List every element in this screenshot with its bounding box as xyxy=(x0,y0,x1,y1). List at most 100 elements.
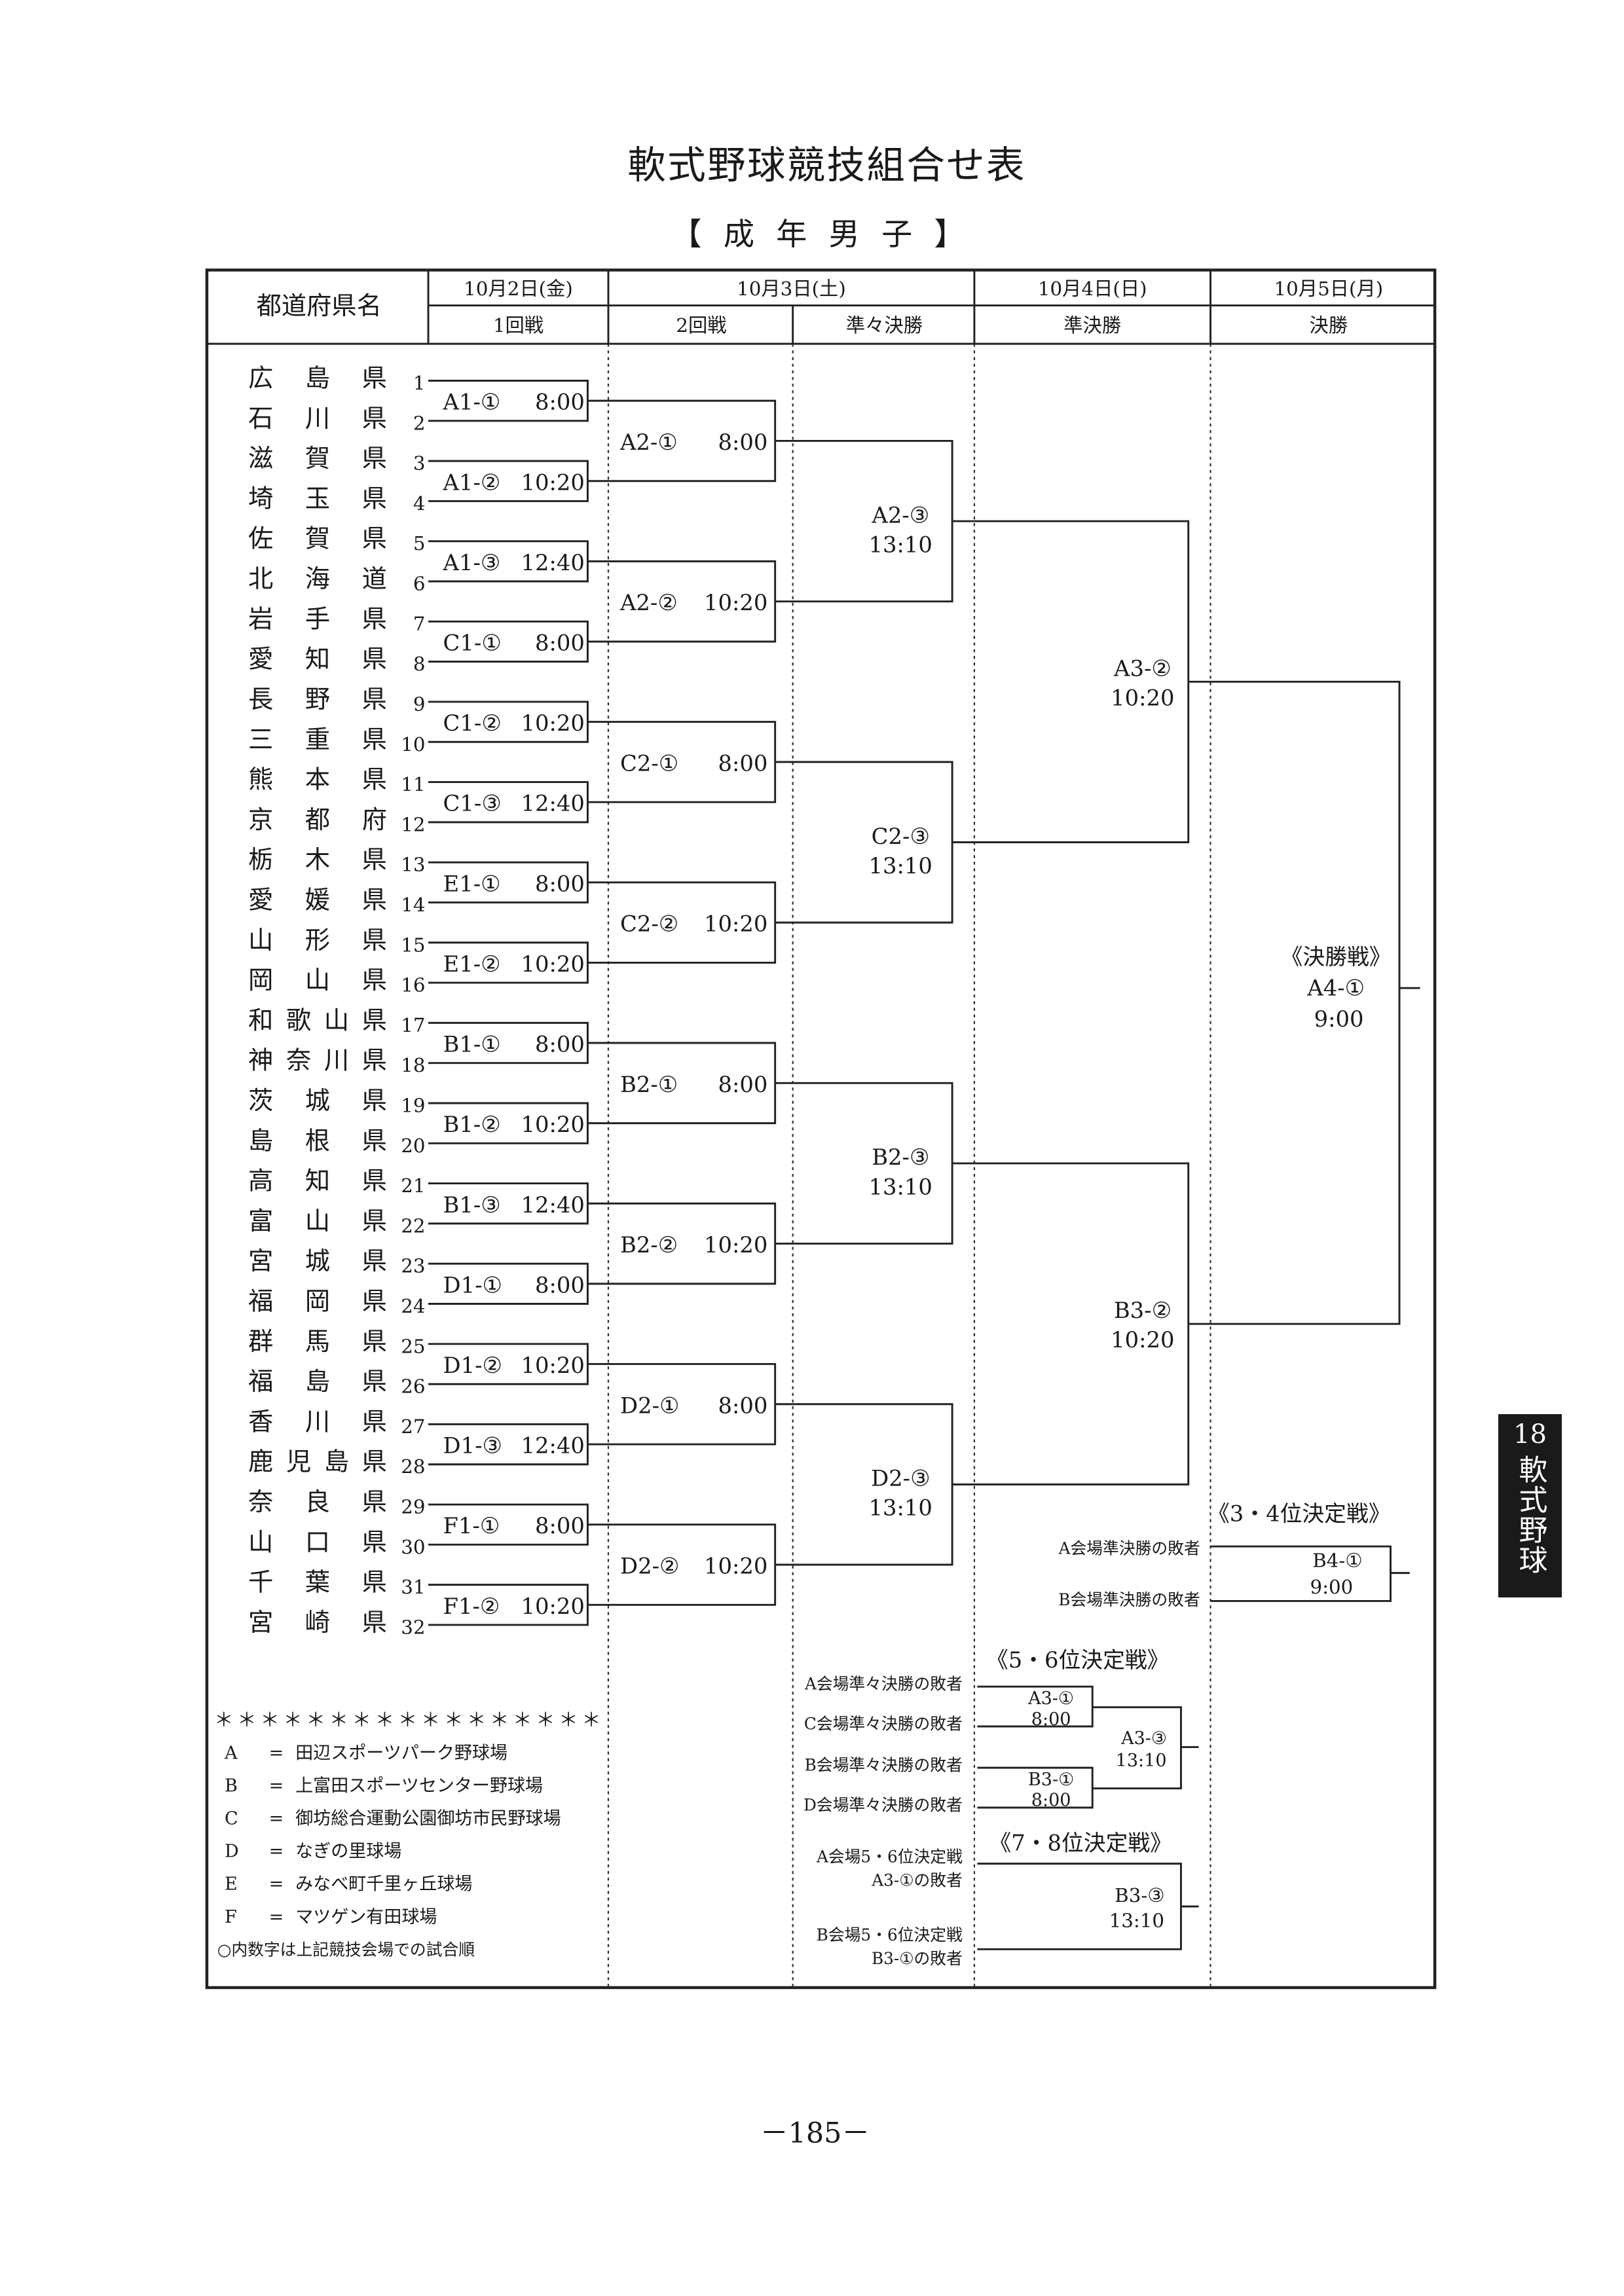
round2-match-time: 8:00 xyxy=(718,750,767,776)
team-seed-number: 15 xyxy=(401,934,425,956)
round2-match-code: D2-② xyxy=(620,1554,679,1579)
team-seed-number: 17 xyxy=(401,1014,425,1036)
round2-match-code: D2-① xyxy=(620,1393,679,1418)
side-tab-label: 軟式野球 xyxy=(1513,1455,1547,1575)
team-name: 茨城県 xyxy=(248,1086,387,1116)
round2-match-code: B2-① xyxy=(620,1072,678,1097)
round1-match-code: C1-② xyxy=(443,710,502,736)
quarterfinal-match-code: B2-③ xyxy=(872,1144,929,1170)
legend-separator: ＊＊＊＊＊＊＊＊＊＊＊＊＊＊＊＊＊ xyxy=(214,1709,601,1731)
seventh-entrant-line: B会場5・6位決定戦 xyxy=(817,1925,963,1944)
team-seed-number: 2 xyxy=(413,412,426,434)
team-name: 長野県 xyxy=(248,685,387,714)
seventh-entrant-line: A会場5・6位決定戦 xyxy=(816,1847,963,1866)
seventh-place-title: 《7・8位決定戦》 xyxy=(989,1830,1172,1855)
round1-match-time: 8:00 xyxy=(535,390,585,415)
legend-venue-name: 田辺スポーツパーク野球場 xyxy=(295,1743,507,1764)
third-place-time: 9:00 xyxy=(1310,1576,1353,1598)
team-name: 山形県 xyxy=(248,926,387,955)
fifth-place-bracket: 《5・6位決定戦》 A会場準々決勝の敗者 C会場準々決勝の敗者 B会場準々決勝の… xyxy=(803,1647,1199,1814)
team-name: 宮城県 xyxy=(248,1247,387,1276)
final-match-code: A4-① xyxy=(1306,975,1365,1000)
team-name: 石川県 xyxy=(248,404,387,433)
round1-match-code: D1-① xyxy=(443,1272,502,1298)
fifth-final-time: 13:10 xyxy=(1116,1751,1167,1771)
venue-legend: ＊＊＊＊＊＊＊＊＊＊＊＊＊＊＊＊＊ ○内数字は上記競技会場での試合順 A = 田辺ス… xyxy=(214,1709,601,1959)
team-seed-number: 5 xyxy=(413,532,426,555)
team-name: 宮崎県 xyxy=(248,1608,387,1637)
quarterfinal-match-time: 13:10 xyxy=(869,1174,932,1199)
team-seed-number: 26 xyxy=(401,1376,425,1398)
legend-venue-name: マツゲン有田球場 xyxy=(295,1907,437,1927)
legend-equals: = xyxy=(269,1809,284,1829)
header-day-1-date: 10月2日(金) xyxy=(464,278,573,300)
team-name: 和歌山県 xyxy=(248,1006,387,1035)
team-seed-number: 23 xyxy=(401,1255,425,1277)
team-name: 愛知県 xyxy=(248,645,387,674)
header-final: 決勝 xyxy=(1310,314,1348,337)
fifth-place-entrant: C会場準々決勝の敗者 xyxy=(804,1715,963,1734)
third-place-entrant-a: A会場準決勝の敗者 xyxy=(1058,1539,1200,1558)
semifinal-bracket xyxy=(952,520,1190,843)
round1-match-time: 8:00 xyxy=(535,1272,585,1298)
header-day-3-date: 10月4日(日) xyxy=(1038,278,1147,300)
legend-venue-key: D xyxy=(225,1842,239,1862)
quarterfinal-match-code: C2-③ xyxy=(872,824,930,849)
team-name: 愛媛県 xyxy=(248,885,387,915)
seventh-place-bracket: 《7・8位決定戦》 A会場5・6位決定戦 A3-①の敗者 B会場5・6位決定戦 … xyxy=(816,1830,1199,1968)
legend-equals: = xyxy=(269,1874,284,1895)
quarterfinal-match-time: 13:10 xyxy=(869,1495,932,1521)
round2-match-code: C2-② xyxy=(620,911,678,937)
round1-match-code: E1-② xyxy=(443,951,501,977)
header-day-2-date: 10月3日(土) xyxy=(737,278,846,300)
legend-equals: = xyxy=(269,1907,284,1927)
team-seed-number: 22 xyxy=(401,1214,425,1237)
team-name: 岩手県 xyxy=(248,604,387,634)
seventh-time: 13:10 xyxy=(1109,1910,1164,1932)
legend-venue-key: C xyxy=(225,1809,238,1829)
team-name: 富山県 xyxy=(248,1207,387,1236)
final-match-time: 9:00 xyxy=(1314,1006,1364,1032)
team-seed-number: 7 xyxy=(413,613,426,635)
round2-match-code: C2-① xyxy=(620,750,678,776)
team-seed-number: 19 xyxy=(401,1095,425,1117)
page-title: 軟式野球競技組合せ表 xyxy=(627,143,1025,188)
round1-match-time: 8:00 xyxy=(535,1513,585,1539)
fifth-semi-1-time: 8:00 xyxy=(1031,1709,1071,1730)
team-seed-number: 24 xyxy=(401,1295,425,1317)
team-name: 埼玉県 xyxy=(248,484,387,513)
seventh-entrant-line: A3-①の敗者 xyxy=(871,1870,963,1889)
team-seed-number: 18 xyxy=(401,1054,425,1076)
semifinal-match-code: B3-② xyxy=(1114,1298,1172,1323)
round2-match-time: 10:20 xyxy=(704,590,767,615)
quarterfinal-match-time: 13:10 xyxy=(869,532,932,557)
fifth-place-entrant: A会場準々決勝の敗者 xyxy=(804,1675,963,1694)
legend-note: ○内数字は上記競技会場での試合順 xyxy=(217,1940,475,1959)
round1-match-time: 12:40 xyxy=(521,791,584,816)
round2-match-code: A2-① xyxy=(619,429,678,455)
seventh-entrant-line: B3-①の敗者 xyxy=(872,1949,963,1968)
team-seed-number: 10 xyxy=(401,733,425,756)
team-seed-number: 27 xyxy=(401,1415,425,1438)
team-name: 山口県 xyxy=(248,1527,387,1557)
team-name: 奈良県 xyxy=(248,1487,387,1517)
team-seed-number: 16 xyxy=(401,974,425,996)
team-seed-number: 28 xyxy=(401,1455,425,1478)
third-place-title: 《3・4位決定戦》 xyxy=(1208,1501,1391,1527)
quarterfinal-match-code: D2-③ xyxy=(871,1466,930,1491)
team-name: 神奈川県 xyxy=(248,1046,387,1076)
quarterfinal-match-code: A2-③ xyxy=(871,502,929,528)
round1-match-code: C1-③ xyxy=(443,791,502,816)
round2-match-time: 10:20 xyxy=(704,1554,767,1579)
round1-match-time: 10:20 xyxy=(521,1112,584,1137)
round1-match-code: C1-① xyxy=(443,630,502,655)
team-name: 鹿児島県 xyxy=(248,1448,387,1477)
table-header: 都道府県名 10月2日(金) 1回戦 10月3日(土) 2回戦 準々決勝 10月… xyxy=(256,278,1383,337)
legend-venue-name: 御坊総合運動公園御坊市民野球場 xyxy=(295,1809,561,1829)
header-quarterfinal: 準々決勝 xyxy=(846,314,923,337)
round1-match-code: B1-① xyxy=(443,1032,501,1057)
legend-venue-key: A xyxy=(224,1743,238,1764)
team-seed-number: 4 xyxy=(413,492,426,515)
team-name: 高知県 xyxy=(248,1167,387,1196)
